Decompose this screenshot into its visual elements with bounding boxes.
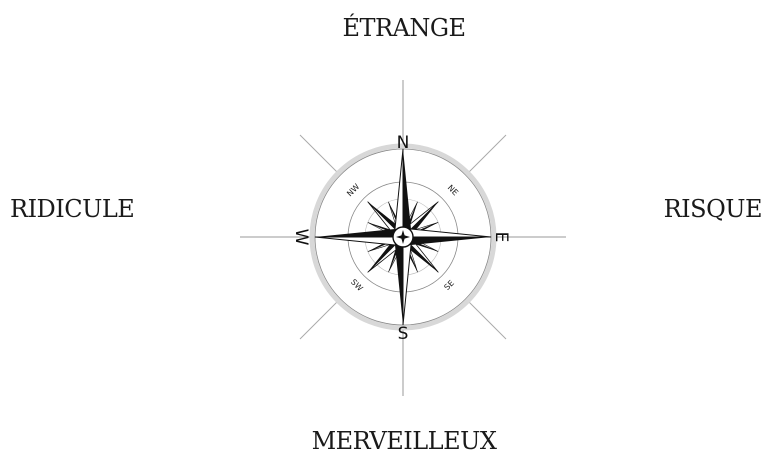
compass-label-ne: NE xyxy=(446,183,460,197)
compass-label-w: W xyxy=(291,229,311,246)
compass-center xyxy=(393,227,413,247)
compass-label-sw: SW xyxy=(349,277,365,293)
compass-label-n: N xyxy=(397,133,410,153)
compass-label-s: S xyxy=(398,324,409,344)
compass-label-e: E xyxy=(491,232,511,243)
compass-label-se: SE xyxy=(442,278,456,292)
compass-label-nw: NW xyxy=(345,182,361,198)
